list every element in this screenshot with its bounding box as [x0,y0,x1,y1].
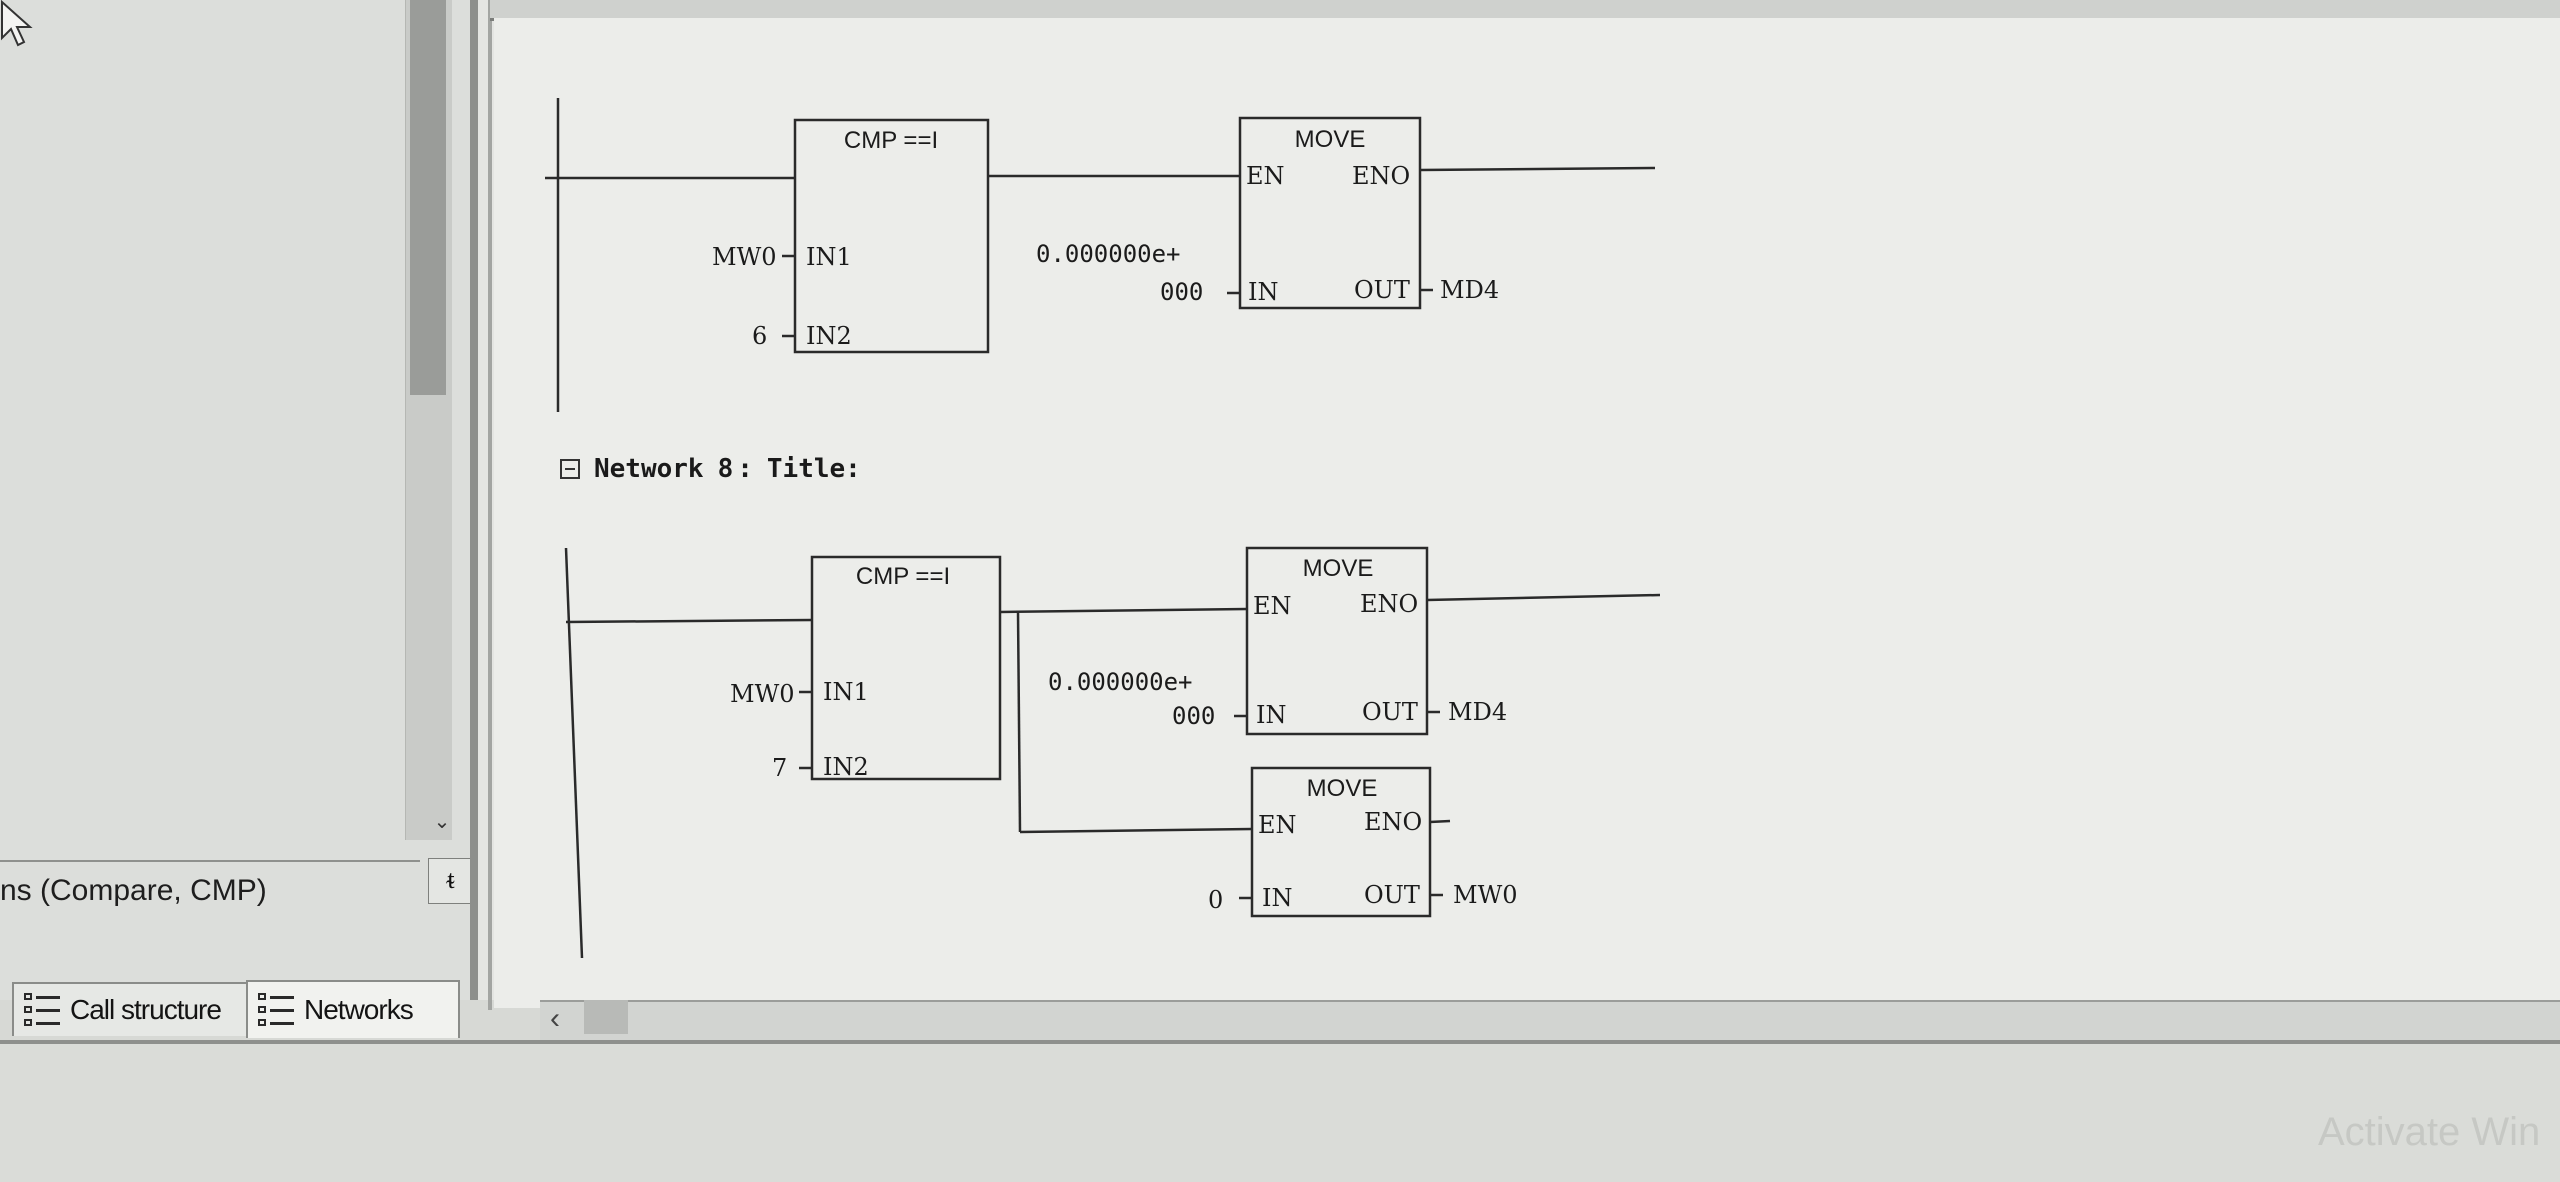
move1-out-label: OUT [1362,698,1418,726]
status-area [0,1040,2560,1182]
move2-out-operand[interactable]: MW0 [1453,881,1518,909]
networks-icon [258,992,296,1028]
move2-out-label: OUT [1364,881,1420,909]
move-out-label: OUT [1354,276,1410,304]
network8-label: Network [594,454,704,484]
move1-box-network8 [1245,546,1429,736]
cmp-box-network8 [810,555,1002,781]
cmp-in1-label: IN1 [806,243,852,271]
move-en-label: EN [1246,162,1285,190]
wire-cmp8-to-move1 [999,607,1248,614]
wire-branch-down [1016,611,1022,833]
chevron-down-icon[interactable]: ⌄ [433,811,451,833]
move-in-label: IN [1248,278,1279,306]
move-box-network7 [1238,116,1422,310]
network8-title: Title: [766,454,861,484]
wire-branch-to-move2 [1019,827,1253,834]
cmp8-in2-operand[interactable]: 7 [772,754,788,782]
move2-in-label: IN [1262,884,1293,912]
move2-en-label: EN [1258,811,1297,839]
move2-title-network8: MOVE [1306,775,1378,802]
move1-title-network8: MOVE [1302,555,1374,582]
cmp-title-network8: CMP ==I [855,563,951,590]
tab-call-structure[interactable]: Call structure [12,982,254,1036]
goto-network-icon[interactable]: ᵵ [428,858,474,904]
cmp-in2-operand[interactable]: 6 [752,322,768,350]
chevron-left-icon[interactable]: ‹ [550,1002,560,1035]
move2-in-operand[interactable]: 0 [1208,886,1224,914]
cmp8-in2-label: IN2 [823,753,869,781]
collapse-icon[interactable] [560,459,580,479]
network8-header[interactable]: Network 8 : Title: [560,454,861,484]
wire-move1-eno [1426,593,1661,602]
wire-eno-out [1419,166,1656,172]
cmp-box-network7 [793,118,990,354]
panel-divider [0,860,420,862]
move2-box-network8 [1250,766,1432,918]
cmp-title-network7: CMP ==I [843,127,939,154]
move1-in-label: IN [1256,701,1287,729]
move2-eno-label: ENO [1364,808,1423,836]
editor-border-inner [488,0,492,1010]
editor-border [470,0,478,1000]
instruction-folder-label[interactable]: ns (Compare, CMP) [0,874,267,907]
network8-number: 8 [717,454,734,484]
move1-out-operand[interactable]: MD4 [1448,698,1508,726]
move-eno-label: ENO [1352,162,1411,190]
move-in-operand-line2[interactable]: 000 [1160,278,1204,306]
move1-in-operand-line2[interactable]: 000 [1172,702,1216,730]
activation-watermark: Activate Win [2318,1110,2541,1154]
move1-eno-label: ENO [1360,590,1419,618]
call-structure-icon [24,992,62,1028]
cmp-in1-operand[interactable]: MW0 [712,243,777,271]
move1-in-operand-line1[interactable]: 0.000000e+ [1048,668,1193,696]
power-rail-network8 [564,547,584,959]
cmp-in2-label: IN2 [806,322,852,350]
tree-scrollbar-thumb[interactable] [410,0,446,395]
mouse-cursor-icon [0,0,33,47]
tab-networks[interactable]: Networks [246,980,460,1038]
cmp8-in1-label: IN1 [823,678,869,706]
horizontal-scrollbar-thumb[interactable] [584,1000,628,1034]
move-in-operand-line1[interactable]: 0.000000e+ [1036,240,1181,268]
editor-horizontal-scrollbar[interactable] [540,1000,2560,1040]
ladder-editor-canvas[interactable] [494,18,2560,1008]
tab-networks-label: Networks [304,994,414,1025]
instruction-tree-panel [0,0,470,1000]
wire-rail-to-cmp8 [565,618,813,624]
move-out-operand[interactable]: MD4 [1440,276,1500,304]
cmp8-in1-operand[interactable]: MW0 [730,680,795,708]
tab-call-structure-label: Call structure [70,994,222,1025]
network8-separator: : [737,454,753,484]
tab-strip: Call structure Networks [0,980,500,1042]
move-title-network7: MOVE [1294,126,1366,153]
move1-en-label: EN [1253,592,1292,620]
